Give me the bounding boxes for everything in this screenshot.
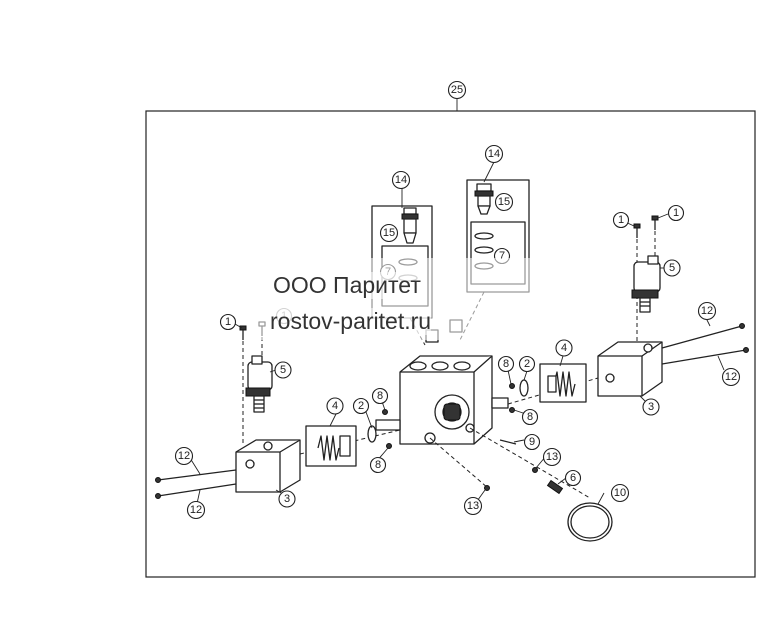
svg-text:1: 1	[673, 207, 679, 219]
callout-right-plug-upper: 8	[497, 355, 515, 373]
callout-right-rod-top: 12	[697, 301, 717, 321]
svg-text:10: 10	[614, 487, 626, 499]
svg-text:5: 5	[669, 262, 675, 274]
svg-text:14: 14	[488, 148, 500, 160]
callout-kit-right-seals: 15	[494, 192, 514, 212]
svg-text:3: 3	[284, 493, 290, 505]
callout-right-rod-bottom: 12	[721, 367, 741, 387]
svg-text:8: 8	[527, 411, 533, 423]
svg-text:25: 25	[451, 84, 463, 96]
callout-right-screw-b: 1	[667, 204, 685, 222]
callout-kit-right-cartridge: 14	[484, 144, 504, 164]
callout-right-screw-a: 1	[612, 211, 630, 229]
callout-left-oring: 2	[352, 397, 370, 415]
assembly-frame	[145, 110, 756, 578]
svg-text:15: 15	[383, 227, 395, 239]
svg-text:12: 12	[701, 305, 713, 317]
valve-body	[375, 319, 509, 445]
callout-port-check: 6	[564, 469, 582, 487]
callout-right-cover: 3	[642, 398, 660, 416]
svg-text:4: 4	[561, 342, 567, 354]
callout-port-fitting: 9	[523, 433, 541, 451]
right-end-cover	[597, 341, 663, 397]
right-spring	[507, 363, 599, 413]
svg-text:13: 13	[467, 500, 479, 512]
callout-left-cover: 3	[278, 490, 296, 508]
right-solenoid-assembly	[631, 215, 661, 356]
watermark-company: ООО Паритет	[273, 272, 421, 299]
svg-text:4: 4	[332, 400, 338, 412]
left-solenoid-assembly	[239, 321, 273, 446]
left-end-cover	[235, 439, 301, 493]
port-parts	[429, 427, 613, 542]
callout-kit-left-seals: 15	[379, 223, 399, 243]
svg-text:8: 8	[377, 390, 383, 402]
callout-left-rod-top: 12	[174, 446, 194, 466]
svg-text:12: 12	[190, 504, 202, 516]
svg-text:6: 6	[570, 472, 576, 484]
callout-port-seal: 10	[610, 483, 630, 503]
callout-left-rod-bottom: 12	[186, 500, 206, 520]
svg-text:12: 12	[725, 371, 737, 383]
callout-left-plug-lower: 8	[369, 456, 387, 474]
svg-text:12: 12	[178, 450, 190, 462]
svg-text:15: 15	[498, 196, 510, 208]
svg-text:5: 5	[280, 364, 286, 376]
right-rods	[661, 323, 749, 365]
callout-left-spring: 4	[326, 397, 344, 415]
watermark-website: rostov-paritet.ru	[270, 308, 432, 335]
callout-right-spring: 4	[555, 339, 573, 357]
callout-left-plug-upper: 8	[371, 387, 389, 405]
svg-text:1: 1	[225, 316, 231, 328]
svg-text:9: 9	[529, 436, 535, 448]
callout-right-oring: 2	[518, 355, 536, 373]
callout-assembly: 25	[447, 80, 467, 100]
svg-text:14: 14	[395, 174, 407, 186]
svg-text:8: 8	[503, 358, 509, 370]
svg-text:2: 2	[524, 358, 530, 370]
callout-right-solenoid: 5	[663, 259, 681, 277]
svg-text:3: 3	[648, 401, 654, 413]
callout-left-solenoid: 5	[274, 361, 292, 379]
callout-right-plug-lower: 8	[521, 408, 539, 426]
svg-text:7: 7	[499, 250, 505, 262]
callout-kit-left-cartridge: 14	[391, 170, 411, 190]
callout-left-screw-a: 1	[219, 313, 237, 331]
svg-text:8: 8	[375, 459, 381, 471]
callout-port-plug-b: 13	[463, 496, 483, 516]
svg-text:2: 2	[358, 400, 364, 412]
left-rods	[155, 469, 237, 499]
callout-port-plug-a: 13	[542, 447, 562, 467]
svg-text:13: 13	[546, 451, 558, 463]
left-spring	[299, 409, 401, 467]
svg-text:1: 1	[618, 214, 624, 226]
